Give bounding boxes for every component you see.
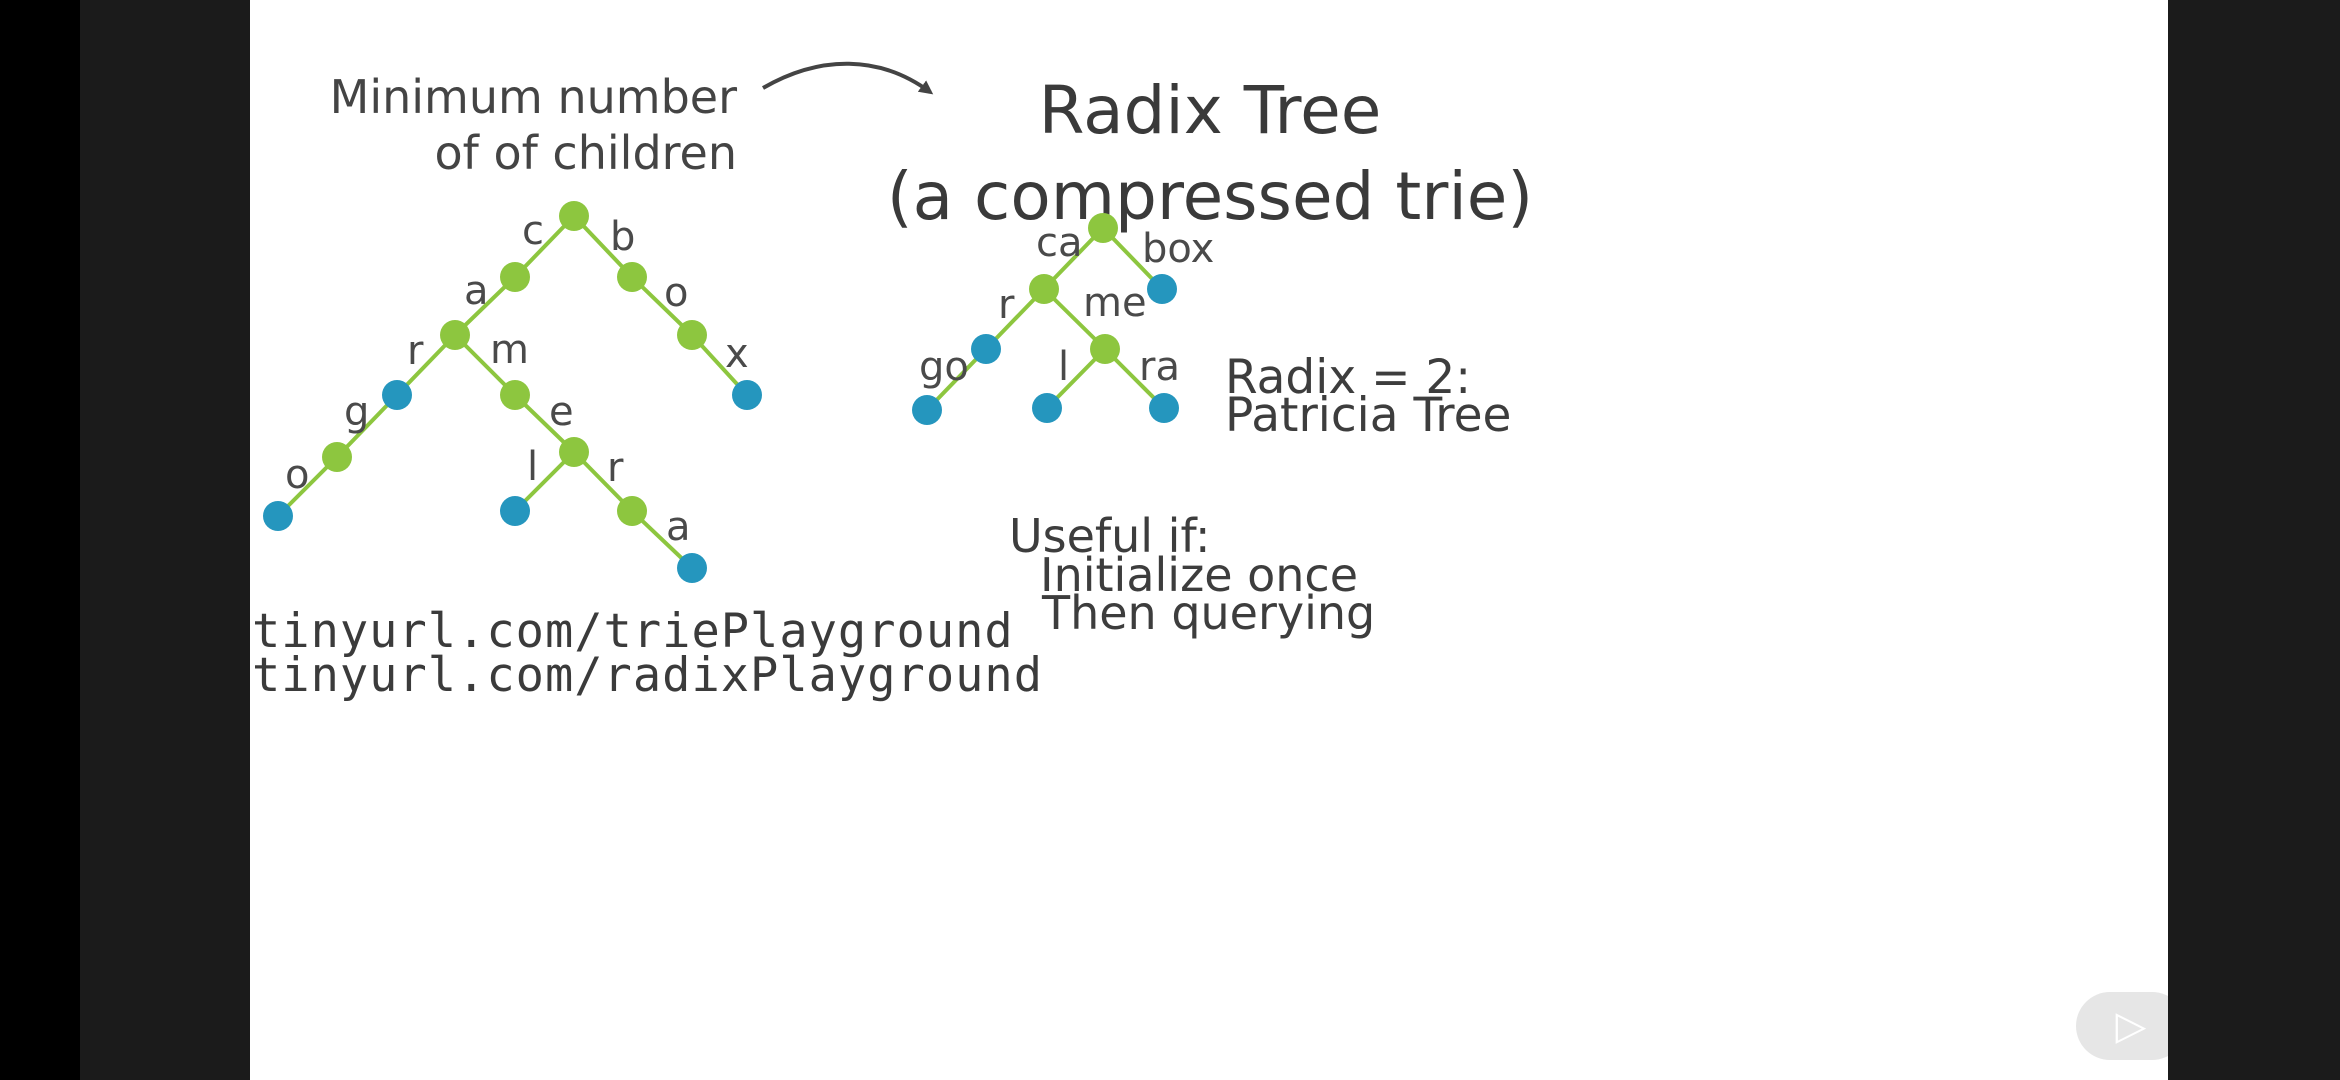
trie-label-r2: r	[607, 445, 624, 491]
note-line-2: of of children	[434, 126, 737, 180]
radix-label-ra: ra	[1139, 344, 1180, 390]
useful-item-2: Then querying	[1042, 586, 1376, 640]
radix-label-r: r	[998, 282, 1015, 328]
useful-item-1: Initialize once	[1040, 548, 1359, 602]
slide-subtitle: (a compressed trie)	[886, 158, 1534, 235]
trie-label-r: r	[407, 328, 424, 374]
trie-label-a: a	[464, 268, 489, 314]
trie-node-cargo	[263, 501, 293, 531]
trie-label-x: x	[725, 331, 749, 377]
trie-playground-link[interactable]: tinyurl.com/triePlayground	[252, 604, 1014, 659]
trie-label-l: l	[527, 444, 538, 490]
radix-label-l: l	[1058, 344, 1069, 390]
trie-node-b	[617, 262, 647, 292]
trie-label-o1: o	[664, 270, 688, 316]
left-black-bar	[0, 0, 80, 1080]
trie-node-cam	[500, 380, 530, 410]
trie-label-g: g	[344, 389, 369, 435]
slide: Radix Tree (a compressed trie) Minimum n…	[250, 0, 2168, 1080]
radix-label-line-2: Patricia Tree	[1225, 388, 1512, 443]
slide-title: Radix Tree	[1038, 72, 1382, 149]
radix-label-ca: ca	[1036, 220, 1083, 266]
radix-nodes	[912, 213, 1179, 425]
radix-node-ca	[1029, 274, 1059, 304]
trie-node-camera	[677, 553, 707, 583]
trie-label-e: e	[549, 389, 574, 435]
trie-label-m: m	[490, 327, 529, 373]
trie-node-came	[559, 437, 589, 467]
player-logo-button[interactable]: ▷	[2076, 992, 2168, 1060]
trie-node-camel	[500, 496, 530, 526]
radix-playground-link[interactable]: tinyurl.com/radixPlayground	[252, 648, 1044, 703]
tree-diagrams: c b a o r m x g e o l r a	[263, 61, 1214, 583]
trie-labels: c b a o r m x g e o l r a	[285, 208, 749, 550]
trie-node-box	[732, 380, 762, 410]
trie-label-b: b	[610, 214, 635, 260]
radix-label-me: me	[1083, 280, 1147, 326]
trie-node-car	[382, 380, 412, 410]
radix-label-go: go	[919, 344, 969, 390]
trie-label-c: c	[522, 208, 544, 254]
trie-label-o2: o	[285, 452, 309, 498]
play-logo-icon: ▷	[2115, 1003, 2147, 1049]
radix-node-cargo	[912, 395, 942, 425]
trie-node-root	[559, 201, 589, 231]
trie-node-ca	[440, 320, 470, 350]
trie-node-c	[500, 262, 530, 292]
radix-node-came	[1090, 334, 1120, 364]
radix-label-box: box	[1142, 226, 1214, 272]
trie-nodes	[263, 201, 762, 583]
trie-node-carg	[322, 442, 352, 472]
radix-node-camel	[1032, 393, 1062, 423]
note-line-1: Minimum number	[329, 70, 737, 124]
trie-label-a2: a	[666, 504, 691, 550]
left-dark-bar	[80, 0, 250, 1080]
trie-node-bo	[677, 320, 707, 350]
trie-node-camer	[617, 496, 647, 526]
useful-title: Useful if:	[1009, 509, 1211, 563]
radix-node-camera	[1149, 393, 1179, 423]
radix-node-root	[1088, 213, 1118, 243]
right-dark-bar	[2168, 0, 2340, 1080]
radix-labels: ca box r me go l ra	[919, 220, 1214, 390]
radix-node-box	[1147, 274, 1177, 304]
note-arrow	[761, 61, 934, 95]
radix-node-car	[971, 334, 1001, 364]
radix-label-line-1: Radix = 2:	[1225, 350, 1472, 405]
